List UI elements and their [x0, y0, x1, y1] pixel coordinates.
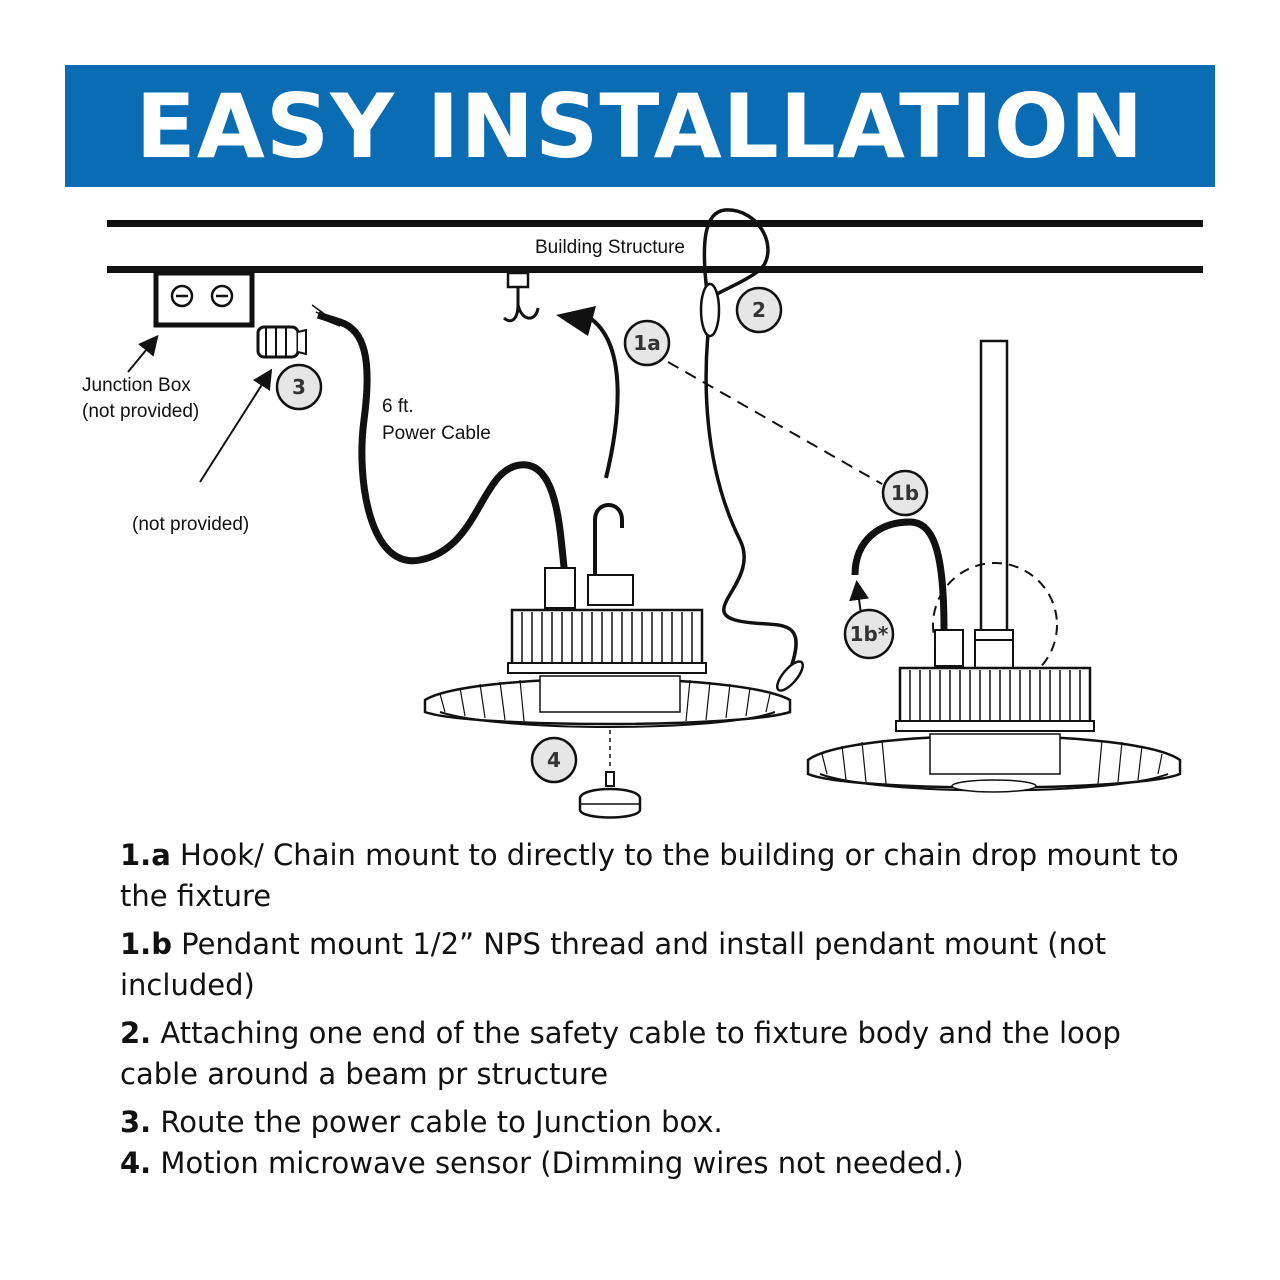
junction-box-sublabel: (not provided): [82, 401, 199, 422]
step-text: Hook/ Chain mount to directly to the bui…: [120, 838, 1179, 913]
building-structure: Building Structure: [107, 220, 1203, 273]
step-text: Route the power cable to Junction box.: [151, 1105, 723, 1139]
junction-box-label: Junction Box: [82, 375, 191, 396]
step-text: Pendant mount 1/2” NPS thread and instal…: [120, 927, 1107, 1002]
step-number: 2.: [120, 1016, 152, 1050]
junction-box-arrow: [127, 334, 159, 373]
badge-1b: 1b: [881, 469, 929, 517]
step-4: 4. Motion microwave sensor (Dimming wire…: [120, 1143, 1200, 1184]
safety-cable-loop: [702, 208, 770, 301]
step-2: 2. Attaching one end of the safety cable…: [120, 1013, 1200, 1095]
pendant-cable: [851, 518, 948, 631]
step-text: Motion microwave sensor (Dimming wires n…: [151, 1146, 964, 1180]
step-number: 3.: [120, 1105, 152, 1139]
power-cable-label: Power Cable: [382, 423, 491, 444]
power-cable: [316, 311, 569, 576]
ceiling-hook: [503, 271, 540, 323]
motion-sensor: [578, 771, 642, 819]
svg-text:4: 4: [547, 748, 561, 772]
badge-4: 4: [530, 736, 578, 784]
gland-note-label: (not provided): [132, 514, 249, 535]
step-number: 1.a: [120, 838, 171, 872]
svg-text:1b: 1b: [891, 481, 919, 505]
cable-wires: [311, 304, 341, 327]
junction-box: [153, 270, 255, 328]
mount-option-dashed-line: [667, 361, 883, 485]
badge-3: 3: [275, 363, 323, 411]
pendant-pipe: [974, 339, 1014, 643]
carabiner-bottom: [775, 660, 805, 692]
step-text: Attaching one end of the safety cable to…: [120, 1016, 1121, 1091]
power-cable-length-label: 6 ft.: [382, 396, 414, 417]
banner-title: EASY INSTALLATION: [135, 74, 1145, 178]
svg-text:3: 3: [292, 375, 306, 399]
badge-1b-star: 1b*: [843, 608, 895, 660]
step-3: 3. Route the power cable to Junction box…: [120, 1102, 1200, 1143]
carabiner-top: [699, 282, 721, 338]
right-fixture: [806, 629, 1182, 793]
hook-mount-arrowhead: [556, 306, 596, 336]
safety-cable: [704, 299, 798, 671]
cable-gland: [256, 325, 307, 359]
svg-text:1b*: 1b*: [850, 622, 889, 646]
building-structure-label: Building Structure: [535, 237, 685, 258]
left-fixture: [423, 503, 792, 728]
step-number: 1.b: [120, 927, 172, 961]
badge-1a: 1a: [623, 319, 671, 367]
step-number: 4.: [120, 1146, 152, 1180]
badge-2: 2: [735, 286, 783, 334]
title-banner: EASY INSTALLATION: [65, 65, 1215, 187]
gland-arrow: [199, 368, 273, 483]
step-1a: 1.a Hook/ Chain mount to directly to the…: [120, 835, 1200, 917]
svg-text:2: 2: [752, 298, 766, 322]
step-1b: 1.b Pendant mount 1/2” NPS thread and in…: [120, 924, 1200, 1006]
hook-mount-arrow: [588, 316, 620, 479]
svg-text:1a: 1a: [633, 331, 660, 355]
pendant-detail-circle: [932, 562, 1058, 688]
installation-steps: 1.a Hook/ Chain mount to directly to the…: [120, 835, 1200, 1191]
